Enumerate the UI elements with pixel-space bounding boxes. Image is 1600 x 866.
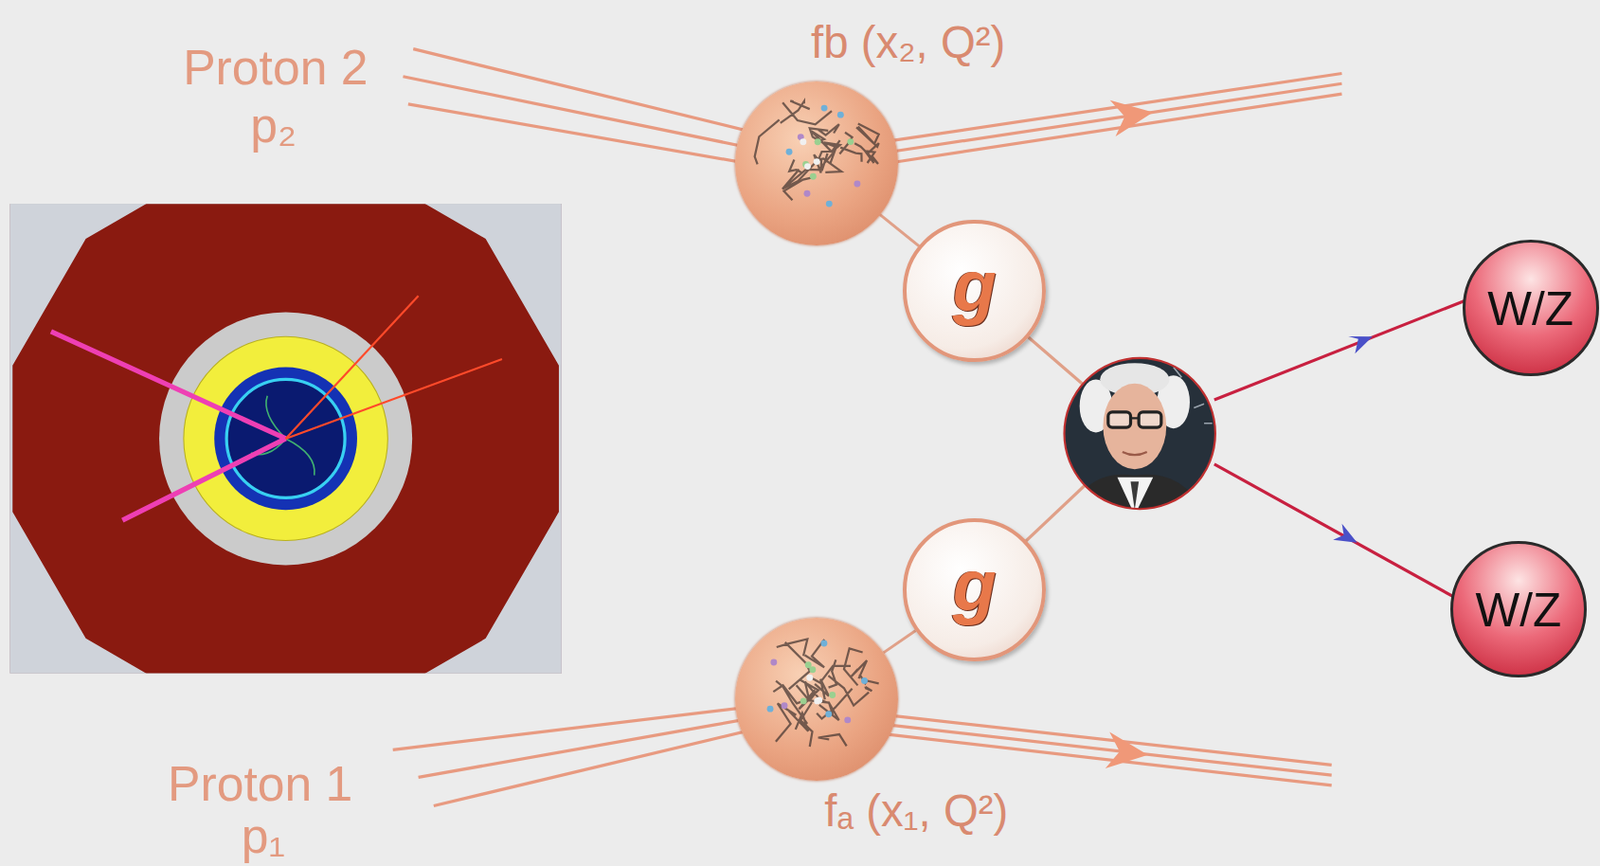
boson-arrow: [1214, 298, 1470, 599]
proton-blob: fₐ (x₁, Q²): [735, 617, 899, 781]
detector-display: [10, 203, 562, 673]
proton-blob: fb (x₂, Q²): [735, 81, 899, 245]
gluon-symbol: g: [952, 544, 997, 627]
gluon-circle: g: [902, 518, 1046, 662]
blob-texture: [735, 617, 899, 781]
proton-name: Proton 2: [182, 39, 368, 95]
boson-symbol: W/Z: [1474, 582, 1562, 637]
gluon-circle: g: [902, 219, 1046, 363]
gluon-symbol: g: [952, 245, 997, 327]
beam-arrowhead: [1105, 731, 1149, 769]
momentum-label: p₂: [250, 97, 297, 153]
label-holder: Proton 1: [167, 755, 353, 812]
label-holder: p₂: [250, 96, 297, 154]
pdf-label: fₐ (x₁, Q²): [824, 785, 1008, 836]
momentum-label: p₁: [241, 808, 286, 863]
parton-line: [880, 214, 919, 246]
boson-symbol: W/Z: [1487, 281, 1574, 336]
pdf-label-holder: fₐ (x₁, Q²): [824, 784, 1008, 837]
parton-line: [883, 629, 917, 652]
label-holder: Proton 2: [182, 38, 368, 96]
label-holder: p₁: [241, 807, 286, 864]
pdf-label: fb (x₂, Q²): [810, 17, 1006, 68]
proton-name: Proton 1: [167, 755, 353, 811]
portrait: [1060, 357, 1224, 521]
boson-circle: W/Z: [1450, 540, 1587, 678]
beam-arrowhead: [1110, 100, 1153, 137]
pdf-label-holder: fb (x₂, Q²): [810, 16, 1006, 69]
blob-texture: [735, 81, 899, 245]
boson-circle: W/Z: [1462, 239, 1600, 377]
